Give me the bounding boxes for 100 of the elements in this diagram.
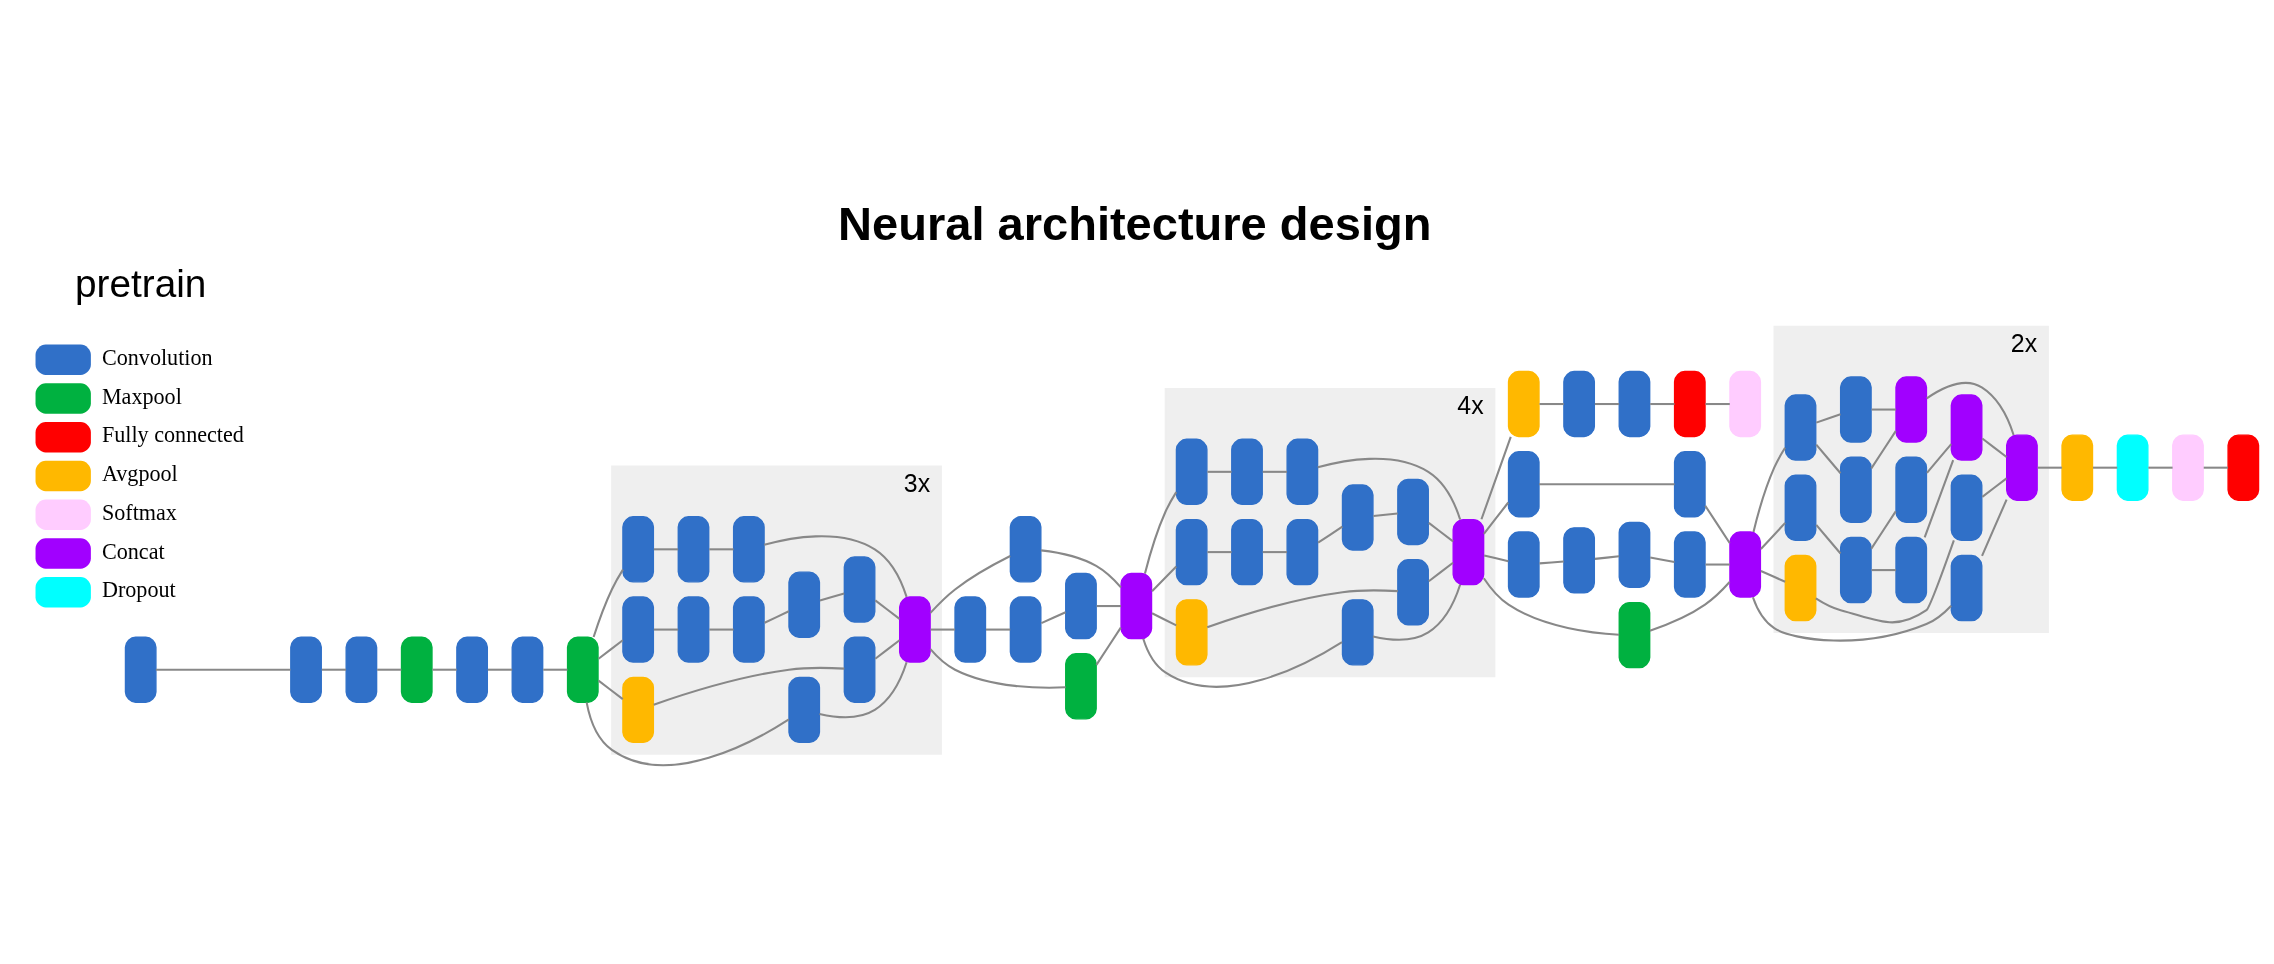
node-box [1009,516,1042,583]
node-box [1507,370,1540,438]
connector [1207,551,1232,554]
connector [1428,522,1454,543]
legend-label: Dropout [101,577,176,603]
node-box [511,636,544,703]
node-box [1950,474,1983,542]
connector [929,555,1011,614]
cluster: 2x [1773,325,2049,634]
node-box [1895,536,1928,604]
node-box [1950,394,1983,461]
connector [1650,556,1675,563]
node-box [622,676,655,744]
node-box [1286,438,1319,506]
node-box [843,636,876,703]
connector [1206,589,1398,629]
node-box [1895,376,1928,443]
connector [1539,483,1675,486]
connector [1539,560,1564,565]
node-box [2172,434,2204,501]
connector [1650,402,1675,406]
connector [1317,457,1462,520]
node-box [1895,456,1928,524]
connector [1870,430,1897,469]
node-box [1341,484,1374,551]
connector [377,668,402,671]
connector [1482,577,1620,636]
connector [2037,466,2062,469]
connector [874,599,901,620]
node-box [1950,554,1983,622]
node-box [1175,599,1208,666]
node-box [677,596,710,663]
connector [709,628,734,631]
connector [1207,470,1232,473]
cluster: 3x [611,465,942,755]
node-box [1065,653,1097,720]
connector [1142,638,1343,688]
connector [1705,563,1730,566]
node-box [2006,434,2038,501]
node-box [1507,451,1540,518]
connector [1040,611,1066,625]
connector [543,668,568,671]
node-box [1563,370,1596,438]
connector [592,569,624,638]
node-box [1563,527,1596,594]
connector [1096,605,1121,608]
node-box [1729,370,1762,438]
connector [1926,443,1952,474]
connector [1815,443,1842,474]
connector [1539,402,1564,406]
node-box [1231,518,1263,586]
node-box [1839,376,1872,443]
connector [819,592,845,602]
connector [653,628,679,631]
connector [1981,477,2008,498]
node-box [732,516,765,583]
node-box [1673,451,1706,518]
node-box [124,636,157,703]
connector [1373,512,1398,518]
node-box [1397,478,1429,546]
connector [653,548,679,551]
node-box [677,516,710,583]
node-box [1065,572,1097,640]
connector [2093,466,2118,469]
connector [1151,565,1178,593]
node-box [1784,554,1817,622]
legend-label: Concat [101,538,165,564]
node-box [2227,434,2260,501]
connector [1594,402,1620,406]
connector [930,628,955,631]
label: pretrain [75,262,207,306]
diagram-title: Neural architecture design [838,197,1432,251]
connector [709,548,734,551]
connector [1594,555,1620,560]
node-box [1341,599,1374,666]
connector [1870,510,1897,550]
node-box [622,516,655,583]
node-box [1673,531,1706,598]
node-box [290,636,322,703]
connector [1151,612,1177,627]
node-box [456,636,488,703]
connector [1428,561,1454,583]
connector [2148,466,2173,469]
connector [1040,549,1122,589]
node-box [1784,394,1817,461]
node-box [1231,438,1263,506]
node-box [1618,601,1651,669]
node-box [954,596,987,663]
node-box [1839,536,1872,604]
connector [1871,408,1896,411]
connector [1981,499,2008,557]
node-box [1784,474,1817,542]
node-box [1839,456,1872,524]
connector [585,702,790,767]
connector [155,668,291,671]
connector [1751,596,1952,642]
connector [321,668,346,671]
connector [1752,447,1786,533]
connector [764,535,908,598]
node-box [622,596,655,663]
